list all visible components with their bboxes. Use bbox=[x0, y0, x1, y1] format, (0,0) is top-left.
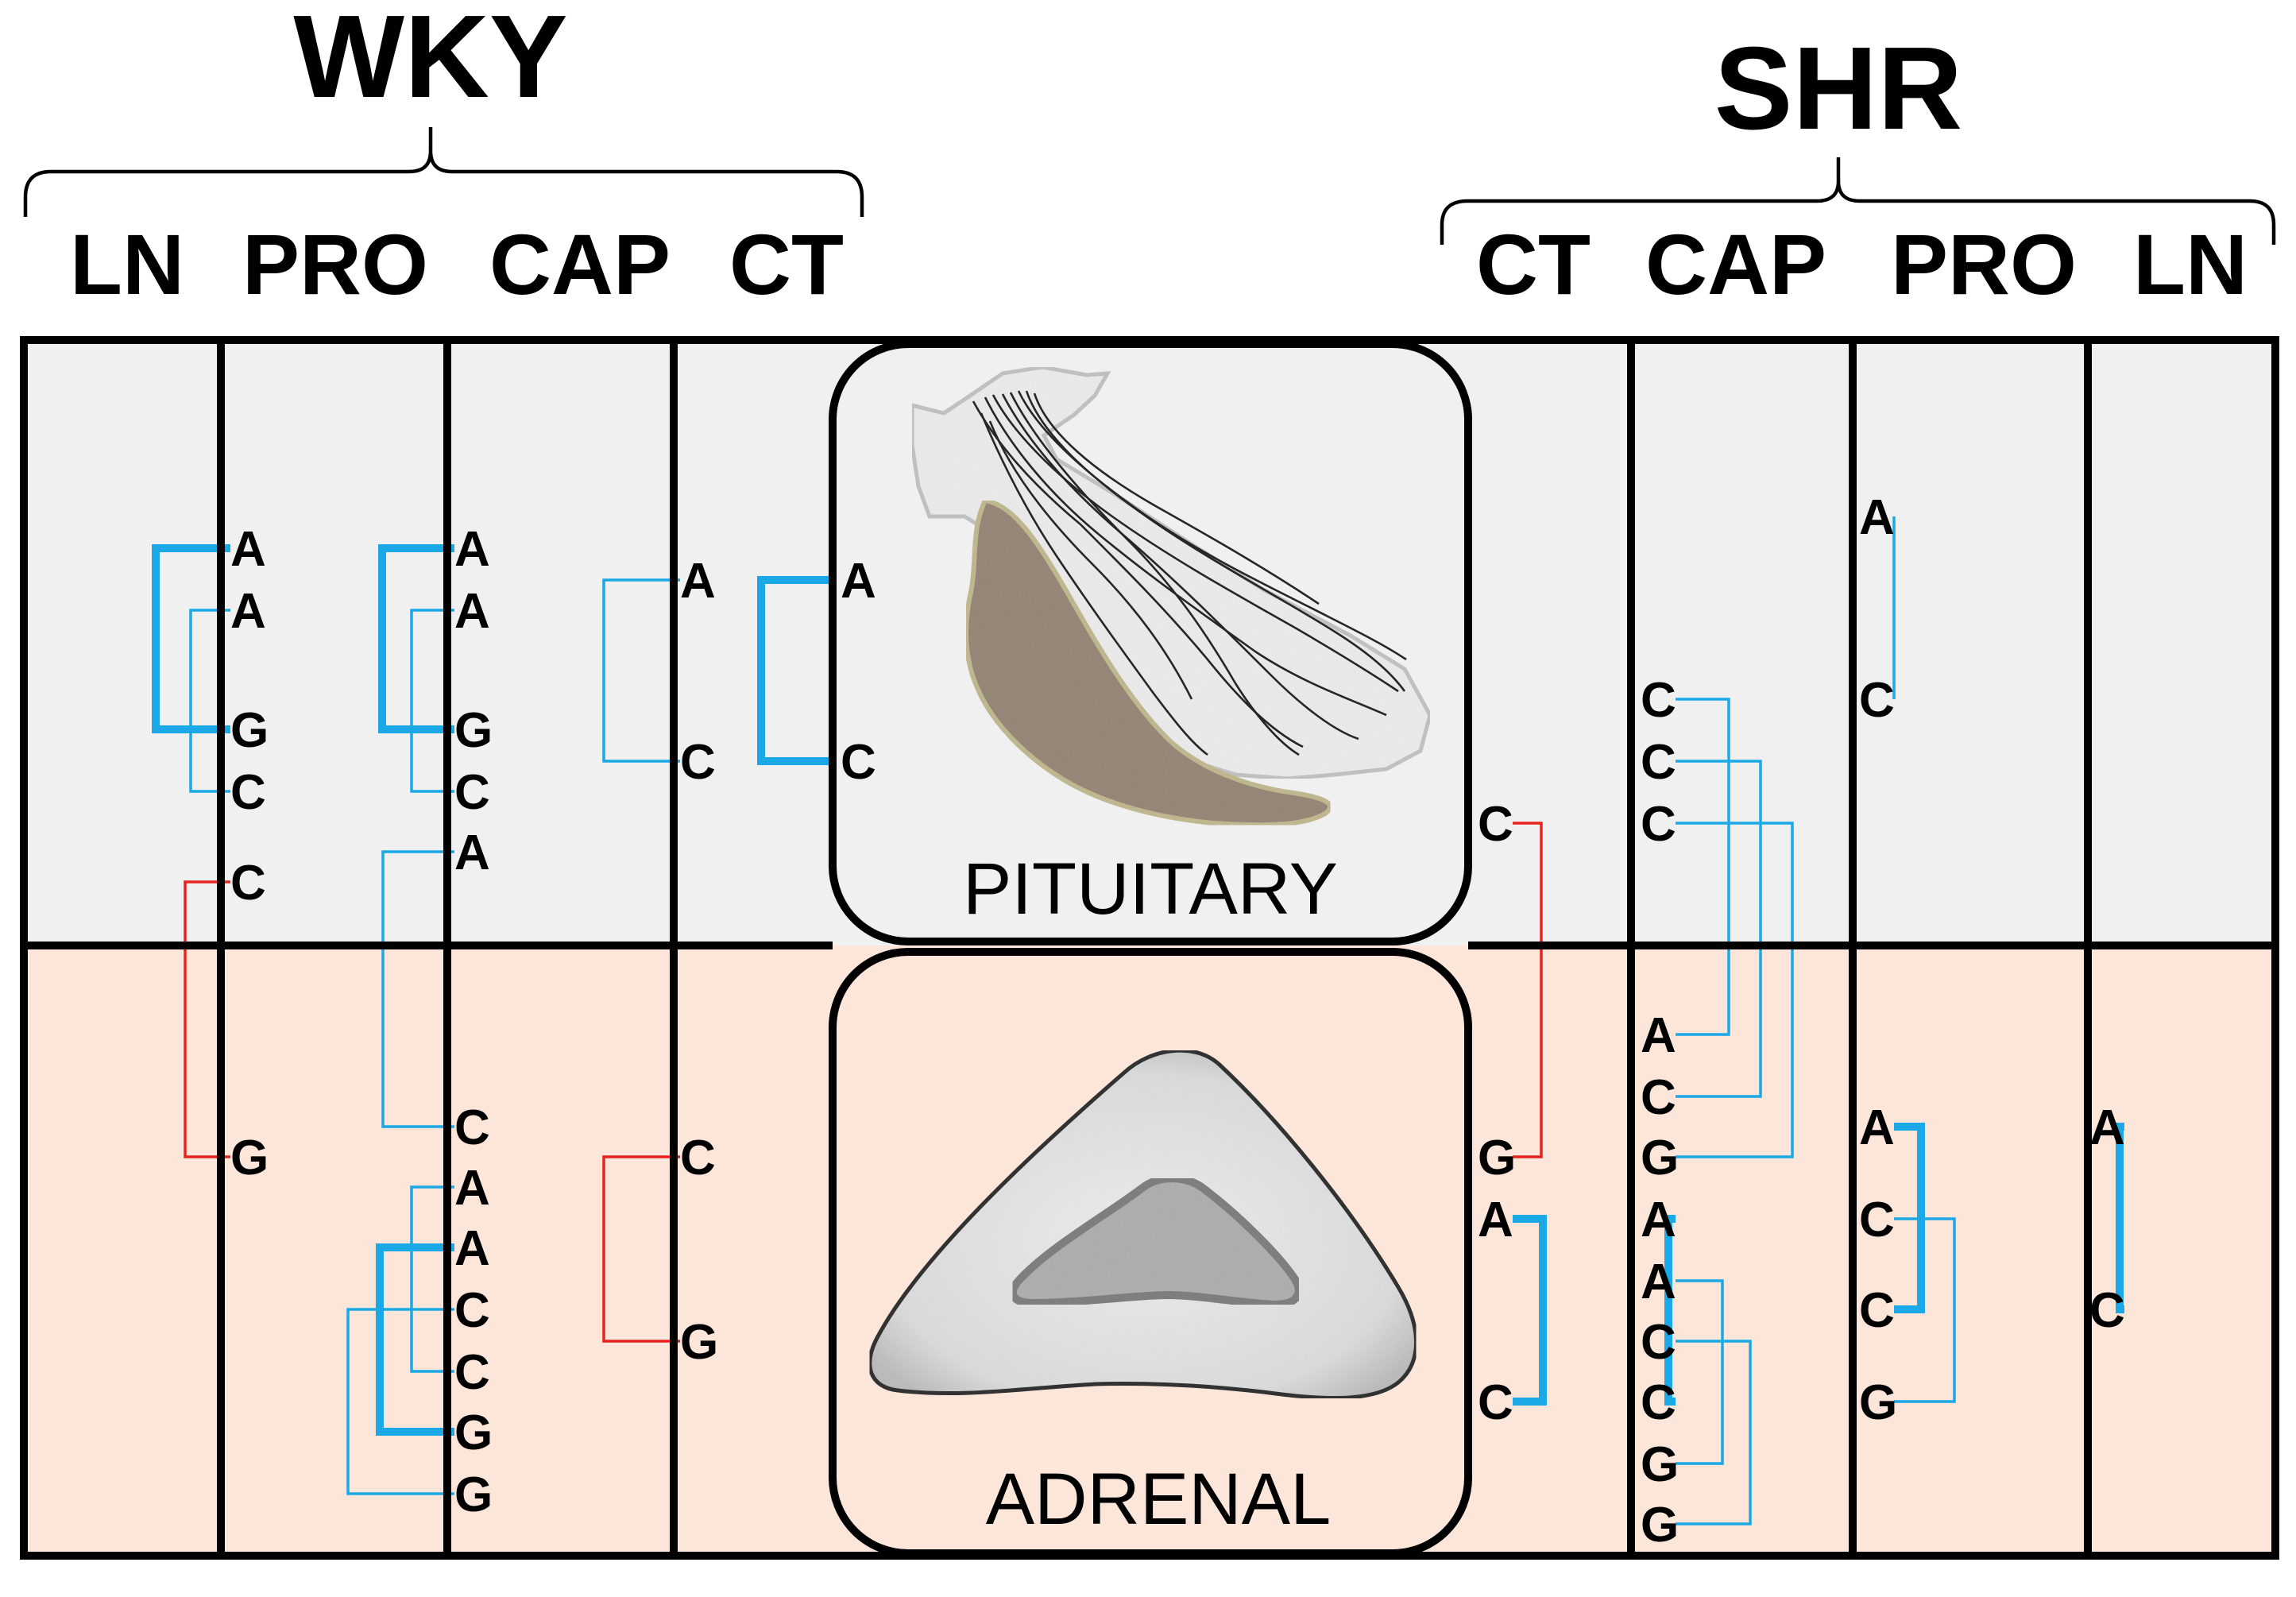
connector-wky-cap-9 bbox=[602, 578, 680, 763]
shr-brace bbox=[1440, 157, 2276, 245]
gene-shr-ln-0: A bbox=[2089, 1100, 2125, 1155]
gene-wky-pro-6: A bbox=[454, 1161, 490, 1216]
gene-wky-pro-0: A bbox=[454, 522, 490, 577]
gene-wky-ct-0: A bbox=[841, 554, 876, 609]
connector-wky-pro-8 bbox=[346, 1308, 454, 1495]
connector-wky-cap-10 bbox=[602, 1155, 680, 1343]
col-shr-cap: CAP bbox=[1645, 216, 1826, 312]
connector-wky-pro-4 bbox=[410, 609, 454, 793]
connector-shr-ct-12 bbox=[1513, 822, 1543, 1158]
wky-brace bbox=[23, 127, 864, 217]
connector-wky-ln-2 bbox=[184, 880, 230, 1158]
gene-shr-cap-6: A bbox=[1641, 1193, 1676, 1247]
gene-wky-ln-0: A bbox=[230, 522, 266, 577]
connector-wky-pro-7 bbox=[376, 1243, 454, 1436]
connector-layer bbox=[152, 516, 2124, 1525]
gene-shr-ct-3: C bbox=[1478, 1375, 1513, 1430]
gene-shr-cap-3: A bbox=[1641, 1008, 1676, 1063]
col-wky-ln: LN bbox=[70, 216, 184, 312]
connector-wky-pro-5 bbox=[381, 850, 454, 1128]
gene-shr-pro-1: C bbox=[1859, 673, 1895, 728]
gene-shr-cap-1: C bbox=[1641, 735, 1676, 790]
adrenal-gland-illustration bbox=[868, 1048, 1418, 1400]
connector-wky-ln-0 bbox=[152, 544, 230, 733]
gene-wky-pro-1: A bbox=[454, 584, 490, 639]
gene-shr-ln-1: C bbox=[2089, 1283, 2125, 1338]
gene-wky-cap-0: A bbox=[680, 554, 716, 609]
gene-shr-cap-10: G bbox=[1641, 1437, 1679, 1492]
wky-title: WKY bbox=[293, 0, 567, 122]
gene-wky-pro-8: C bbox=[454, 1283, 490, 1338]
gene-shr-ct-0: C bbox=[1478, 797, 1513, 852]
connector-shr-cap-15 bbox=[1676, 760, 1762, 1098]
gene-shr-pro-5: G bbox=[1859, 1375, 1897, 1430]
gene-shr-ct-2: A bbox=[1478, 1193, 1513, 1247]
gene-shr-cap-9: C bbox=[1641, 1375, 1676, 1430]
connector-shr-cap-19 bbox=[1676, 1340, 1752, 1525]
gene-wky-pro-5: C bbox=[454, 1100, 490, 1155]
connector-wky-ct-11 bbox=[757, 576, 841, 765]
connector-shr-cap-17 bbox=[1664, 1215, 1676, 1406]
col-wky-cap: CAP bbox=[489, 216, 671, 312]
gene-wky-ln-4: C bbox=[230, 856, 266, 911]
col-wky-pro: PRO bbox=[242, 216, 428, 312]
gene-wky-cap-2: C bbox=[680, 1131, 716, 1185]
shr-title: SHR bbox=[1714, 23, 1962, 154]
gene-shr-pro-3: C bbox=[1859, 1193, 1895, 1247]
gene-shr-cap-4: C bbox=[1641, 1070, 1676, 1125]
gene-wky-ln-1: A bbox=[230, 584, 266, 639]
connector-wky-ln-1 bbox=[189, 609, 230, 793]
gene-shr-cap-2: C bbox=[1641, 797, 1676, 852]
col-shr-pro: PRO bbox=[1891, 216, 2077, 312]
adrenal-label: ADRENAL bbox=[986, 1459, 1332, 1540]
connector-shr-cap-18 bbox=[1676, 1279, 1724, 1465]
col-wky-ct: CT bbox=[729, 216, 844, 312]
pituitary-gland-illustration bbox=[910, 365, 1432, 828]
gene-shr-pro-4: C bbox=[1859, 1283, 1895, 1338]
gene-wky-pro-11: G bbox=[454, 1467, 493, 1522]
gene-wky-ct-1: C bbox=[841, 735, 876, 790]
gene-wky-pro-9: C bbox=[454, 1345, 490, 1400]
gene-wky-pro-2: G bbox=[454, 703, 493, 758]
gene-wky-cap-3: G bbox=[680, 1315, 718, 1370]
gene-wky-cap-1: C bbox=[680, 735, 716, 790]
connector-shr-cap-16 bbox=[1676, 822, 1794, 1158]
pituitary-panel: PITUITARY bbox=[829, 340, 1472, 945]
gene-shr-pro-0: A bbox=[1859, 490, 1895, 545]
gene-wky-pro-10: G bbox=[454, 1406, 493, 1460]
connector-shr-ct-13 bbox=[1513, 1215, 1547, 1406]
gene-shr-cap-0: C bbox=[1641, 673, 1676, 728]
gene-wky-ln-2: G bbox=[230, 703, 269, 758]
connector-shr-pro-22 bbox=[1894, 1217, 1956, 1403]
gene-label-layer: AAGCCGAAGCACAACCGGACCGACCGACCCCACGAACCGG… bbox=[230, 490, 2125, 1553]
gene-wky-ln-3: C bbox=[230, 765, 266, 820]
gene-wky-ln-5: G bbox=[230, 1131, 269, 1185]
connector-shr-ln-23 bbox=[2116, 1123, 2124, 1313]
connector-shr-cap-14 bbox=[1676, 698, 1730, 1036]
gene-wky-pro-4: A bbox=[454, 826, 490, 880]
col-shr-ct: CT bbox=[1476, 216, 1591, 312]
gene-shr-cap-5: G bbox=[1641, 1131, 1679, 1185]
gene-shr-pro-2: A bbox=[1859, 1100, 1895, 1155]
pituitary-label: PITUITARY bbox=[963, 849, 1338, 930]
connector-wky-pro-3 bbox=[378, 544, 454, 733]
gene-shr-cap-11: G bbox=[1641, 1498, 1679, 1553]
gene-shr-ct-1: G bbox=[1478, 1131, 1516, 1185]
col-shr-ln: LN bbox=[2133, 216, 2248, 312]
adrenal-panel: ADRENAL bbox=[829, 948, 1472, 1557]
gene-shr-cap-8: C bbox=[1641, 1315, 1676, 1370]
connector-wky-pro-6 bbox=[410, 1185, 454, 1373]
gene-shr-cap-7: A bbox=[1641, 1255, 1676, 1309]
gene-wky-pro-7: A bbox=[454, 1221, 490, 1276]
gene-wky-pro-3: C bbox=[454, 765, 490, 820]
